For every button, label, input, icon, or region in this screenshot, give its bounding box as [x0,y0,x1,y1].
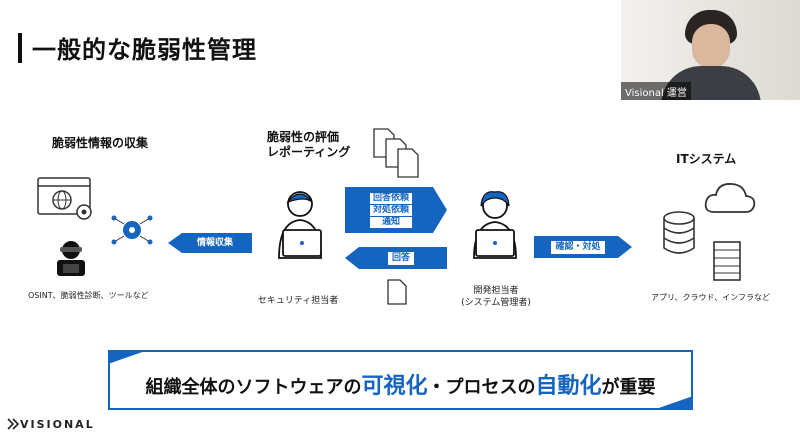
participant-face [692,24,730,68]
infra-caption: アプリ、クラウド、インフラなど [651,293,770,302]
visional-chevron-icon [7,418,20,430]
banner-text: 組織全体のソフトウェアの可視化・プロセスの自動化が重要 [110,368,691,400]
participant-video-tile[interactable]: Visional 運営 [621,0,800,100]
developer-caption-line1: 開発担当者 [473,286,519,296]
sources-caption: OSINT、脆弱性診断、ツールなど [28,291,149,300]
hacker-icon [57,241,85,276]
request-line3: 通知 [370,217,412,228]
visional-logo: VISIONAL [20,418,95,431]
collect-arrow-label: 情報収集 [196,237,233,248]
developer-person-icon [473,191,517,259]
security-person-icon [278,191,322,259]
banner-part1: 組織全体のソフトウェアの [145,377,362,398]
banner-part2: ・プロセスの [427,377,536,398]
it-system-title: ITシステム [676,152,737,166]
key-message-banner: 組織全体のソフトウェアの可視化・プロセスの自動化が重要 [108,350,693,410]
answer-arrow: 回答 [345,247,447,269]
page-title: 一般的な脆弱性管理 [32,36,257,64]
banner-highlight-automation: 自動化 [535,374,602,399]
browser-globe-icon [37,177,92,220]
security-caption: セキュリティ担当者 [257,296,339,306]
confirm-arrow: 確認・対処 [534,236,632,258]
title-accent-bar [18,33,22,63]
server-icon [713,241,741,281]
confirm-arrow-label: 確認・対処 [551,241,604,254]
document-icon [387,279,407,305]
banner-part3: が重要 [601,377,656,398]
evaluation-title-line2: レポーティング [267,145,351,159]
banner-highlight-visualization: 可視化 [361,374,428,399]
database-icon [663,211,695,254]
banner-corner-top-left [108,350,148,364]
network-chip-icon [111,215,153,245]
request-line1: 回答依頼 [370,193,412,204]
request-arrow: 回答依頼 対処依頼 通知 [345,187,447,233]
collect-arrow: 情報収集 [168,233,252,253]
answer-arrow-label: 回答 [387,251,414,265]
request-line2: 対処依頼 [370,205,412,216]
documents-icon [373,128,419,178]
cloud-icon [704,183,756,213]
collection-title: 脆弱性情報の収集 [52,136,149,150]
participant-name-label: Visional 運営 [621,82,691,100]
evaluation-title-line1: 脆弱性の評価 [267,130,340,144]
developer-caption-line2: (システム管理者) [461,298,531,308]
